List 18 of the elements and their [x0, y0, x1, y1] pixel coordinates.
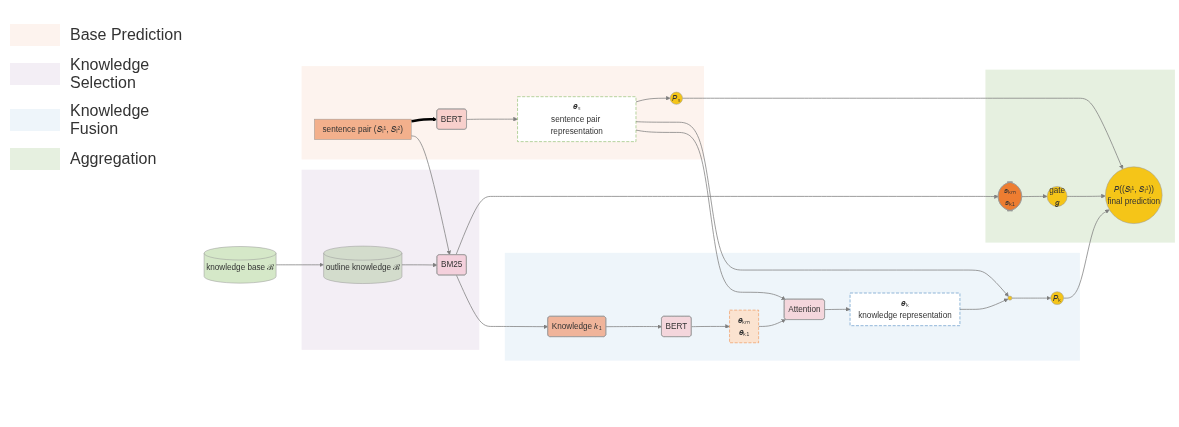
cluster [301, 66, 705, 160]
node-box: 𝒆ₛ sentence pair representation [517, 96, 637, 142]
cluster [985, 69, 1175, 243]
node-circle: 𝑃ₛ [670, 92, 683, 105]
cluster [504, 252, 1080, 361]
legend-label: Aggregation [70, 150, 157, 168]
legend-label: Base Prediction [70, 26, 183, 44]
node-circle: gate 𝑔 [1046, 186, 1068, 207]
node-circle: 𝑃((𝑆ᵢ¹, 𝑆ᵢ¹)) final prediction [1105, 166, 1163, 224]
node-circle: 𝑃ₖ [1050, 291, 1064, 305]
cluster [301, 169, 480, 350]
legend-label: Knowledge Fusion [70, 102, 151, 138]
node-box: sentence pair (𝑆ᵢ¹, 𝑆ᵢ²) [314, 119, 412, 140]
node-circle [1007, 295, 1013, 301]
legend-label: Knowledge Selection [70, 56, 151, 92]
node-box: 𝒆ₖₘ 𝒆ₖ₁ [729, 310, 759, 344]
arrow [411, 117, 438, 123]
node-box: 𝒆ₖ knowledge representation [849, 292, 961, 327]
